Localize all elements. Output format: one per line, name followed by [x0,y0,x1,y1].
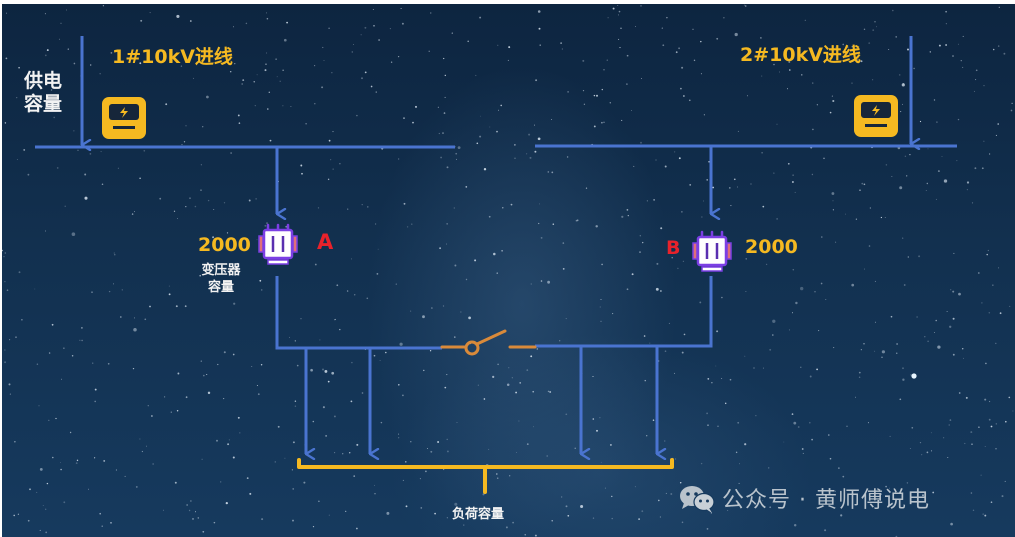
transformer-capacity-label-line1: 变压器 [201,263,241,278]
watermark: 公众号 · 黄师傅说电 [678,482,930,516]
transformer-b-capacity: 2000 [745,236,798,258]
secondary-b [535,276,713,348]
transformer-icon [258,223,298,265]
transformer-a-tag: A [317,230,334,254]
meter-icon [102,97,146,139]
transformer-icon [692,230,732,272]
transformer-capacity-label: 变压器 容量 [198,262,244,296]
transformer-capacity-label-line2: 容量 [207,280,234,295]
supply-capacity-label-line1: 供电 [24,70,63,92]
incoming-line-1-label: 1#10kV进线 [112,46,233,68]
single-line-diagram [35,36,957,494]
meter-icon [854,95,898,137]
secondary-a [275,276,442,350]
transformer-a-capacity: 2000 [198,234,251,256]
supply-capacity-label: 供电 容量 [24,70,62,116]
diagram-canvas: 1#10kV进线 2#10kV进线 供电 容量 2000 A 变压器 容量 B … [2,4,1015,537]
wechat-icon [680,486,715,513]
load-capacity-label: 负荷容量 [452,507,505,522]
load-bracket [297,458,674,494]
transformer-b-tag: B [666,237,681,259]
tie-switch [440,329,537,356]
incoming-line-2-label: 2#10kV进线 [740,44,861,66]
supply-capacity-label-line2: 容量 [24,93,63,115]
watermark-text: 公众号 · 黄师傅说电 [722,488,930,513]
